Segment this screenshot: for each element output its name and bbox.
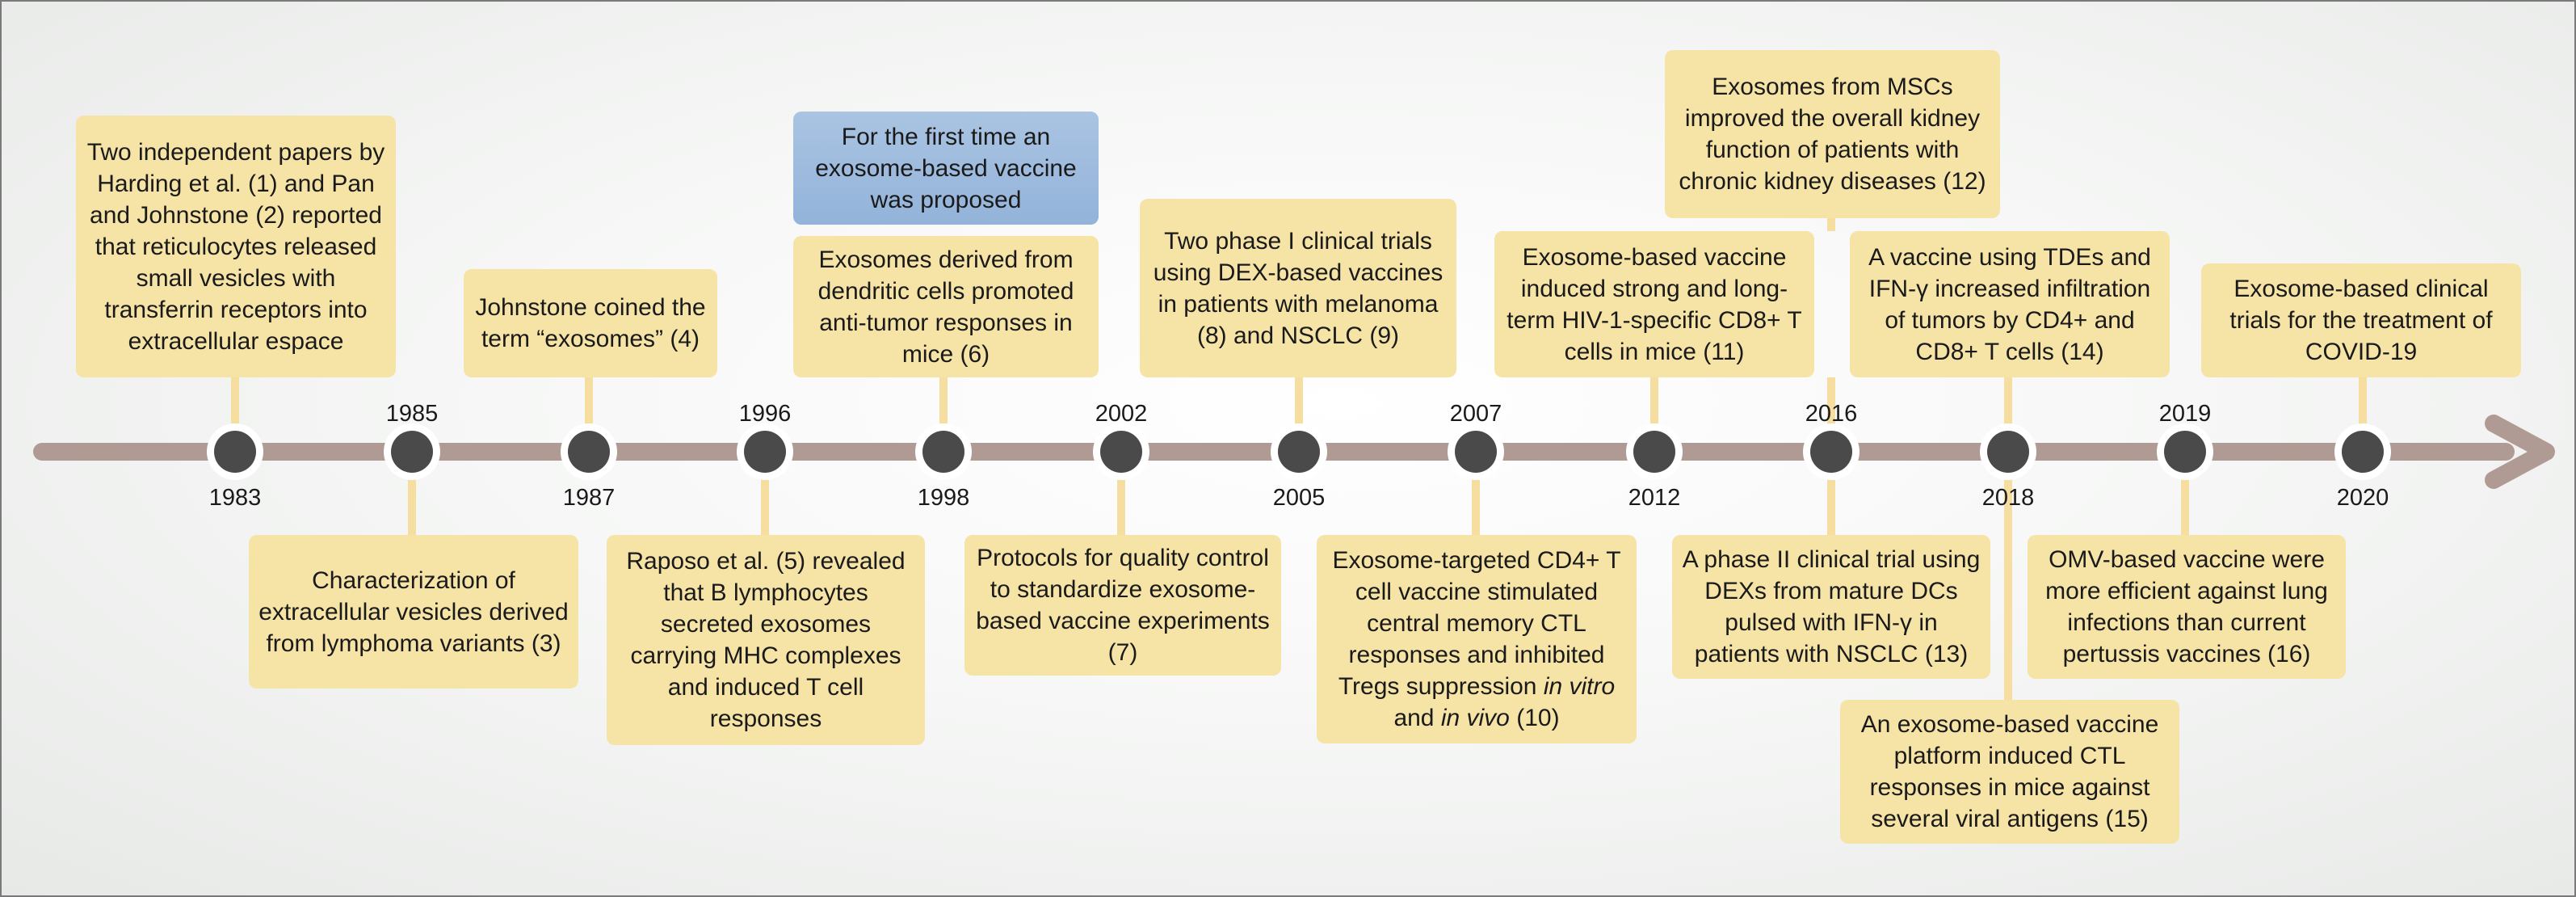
timeline-node-2005	[1278, 431, 1320, 473]
year-label-2002: 2002	[1095, 401, 1148, 427]
event-box-2018-above: A vaccine using TDEs and IFN-γ increased…	[1850, 231, 2170, 377]
event-box-2012: Exosome-based vaccine induced strong and…	[1494, 231, 1814, 377]
timeline-node-2007	[1455, 431, 1497, 473]
timeline-node-2019	[2164, 431, 2206, 473]
timeline-arrowhead	[2485, 415, 2555, 489]
timeline-node-1983	[214, 431, 256, 473]
year-label-1998: 1998	[917, 485, 970, 511]
timeline-node-2020	[2342, 431, 2384, 473]
event-box-1998: Exosomes derived from dendritic cells pr…	[793, 236, 1099, 377]
year-label-2016: 2016	[1805, 401, 1858, 427]
year-label-1983: 1983	[208, 485, 262, 511]
event-box-2002: Protocols for quality control to standar…	[964, 535, 1281, 676]
event-box-2007: Exosome-targeted CD4+ T cell vaccine sti…	[1317, 535, 1637, 743]
timeline-node-2002	[1100, 431, 1142, 473]
timeline-node-1987	[568, 431, 610, 473]
timeline-node-2012	[1633, 431, 1675, 473]
year-label-1996: 1996	[738, 401, 792, 427]
year-label-2012: 2012	[1628, 485, 1681, 511]
event-box-2018-below: An exosome-based vaccine platform induce…	[1840, 700, 2179, 844]
timeline-node-1998	[922, 431, 964, 473]
year-label-2019: 2019	[2158, 401, 2212, 427]
year-label-1987: 1987	[562, 485, 616, 511]
event-box-2016-above: Exosomes from MSCs improved the overall …	[1665, 50, 2000, 218]
year-label-2005: 2005	[1272, 485, 1326, 511]
event-box-2020: Exosome-based clinical trials for the tr…	[2201, 263, 2521, 377]
timeline-node-1985	[391, 431, 433, 473]
timeline-node-2018	[1987, 431, 2029, 473]
year-label-2018: 2018	[1981, 485, 2035, 511]
event-box-1998-highlight: For the first time an exosome-based vacc…	[793, 112, 1099, 225]
timeline-node-1996	[744, 431, 786, 473]
event-box-2019: OMV-based vaccine were more efficient ag…	[2028, 535, 2346, 679]
year-label-1985: 1985	[385, 401, 439, 427]
year-label-2007: 2007	[1449, 401, 1502, 427]
event-box-1996: Raposo et al. (5) revealed that B lympho…	[607, 535, 925, 745]
event-box-1985: Characterization of extracellular vesicl…	[249, 535, 578, 689]
timeline-node-2016	[1810, 431, 1852, 473]
event-box-2005: Two phase I clinical trials using DEX-ba…	[1140, 199, 1456, 377]
year-label-2020: 2020	[2336, 485, 2389, 511]
event-box-2016-below: A phase II clinical trial using DEXs fro…	[1672, 535, 1990, 679]
event-box-1983: Two independent papers by Harding et al.…	[76, 116, 396, 377]
event-box-1987: Johnstone coined the term “exosomes” (4)	[464, 269, 717, 377]
